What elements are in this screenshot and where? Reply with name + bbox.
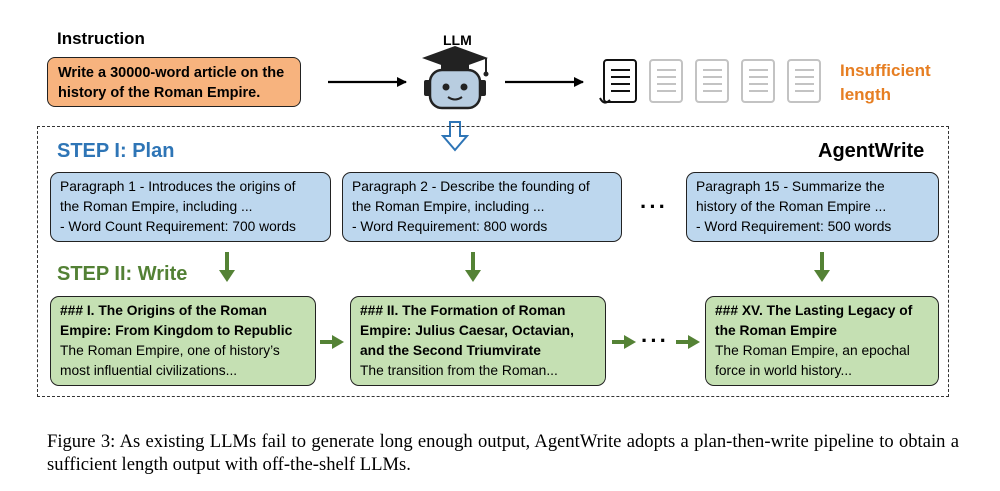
plan-box-paragraph-1: Paragraph 1 - Introduces the origins of … xyxy=(50,172,331,242)
write-heading: Empire: From Kingdom to Republic xyxy=(60,323,293,338)
plan-line: - Word Count Requirement: 700 words xyxy=(60,219,296,234)
document-scroll-icon-faded-2 xyxy=(649,59,683,103)
plan-line: - Word Requirement: 500 words xyxy=(696,219,892,234)
plan-line: - Word Requirement: 800 words xyxy=(352,219,548,234)
plan-box-paragraph-2: Paragraph 2 - Describe the founding of t… xyxy=(342,172,622,242)
step1-title: STEP I: Plan xyxy=(57,140,175,162)
document-scroll-icon-faded-5 xyxy=(787,59,821,103)
instruction-label: Instruction xyxy=(57,29,145,48)
write-heading: ### I. The Origins of the Roman xyxy=(60,303,267,318)
document-scroll-icon-1 xyxy=(599,59,637,104)
arrow-write1-to-write2 xyxy=(320,335,344,349)
insufficient-length-label: Insufficient length xyxy=(840,59,950,107)
arrow-plan2-to-write2 xyxy=(465,252,481,282)
robot-graduate-icon xyxy=(422,46,489,110)
write-body: force in world history... xyxy=(715,363,852,378)
agentwrite-frame xyxy=(37,126,949,397)
insufficient-line2: length xyxy=(840,85,891,104)
plan-line: Paragraph 15 - Summarize the xyxy=(696,179,885,194)
write-heading: and the Second Triumvirate xyxy=(360,343,541,358)
plan-line: the Roman Empire, including ... xyxy=(352,199,545,214)
figure-caption: Figure 3: As existing LLMs fail to gener… xyxy=(47,431,959,475)
instruction-text-line2: history of the Roman Empire. xyxy=(58,85,261,101)
write-ellipsis: ··· xyxy=(641,328,669,353)
write-body: The transition from the Roman... xyxy=(360,363,558,378)
instruction-text-line1: Write a 30000-word article on the xyxy=(58,65,285,81)
write-body: most influential civilizations... xyxy=(60,363,238,378)
plan-box-paragraph-15: Paragraph 15 - Summarize the history of … xyxy=(686,172,939,242)
agentwrite-title: AgentWrite xyxy=(818,140,925,162)
plan-ellipsis: ··· xyxy=(640,194,668,219)
arrow-ellipsis-to-write15 xyxy=(676,335,700,349)
plan-line: history of the Roman Empire ... xyxy=(696,199,887,214)
insufficient-line1: Insufficient xyxy=(840,61,931,80)
arrow-write2-to-ellipsis xyxy=(612,335,636,349)
write-heading: ### II. The Formation of Roman xyxy=(360,303,566,318)
llm-label: LLM xyxy=(443,32,472,48)
arrow-plan1-to-write1 xyxy=(219,252,235,282)
write-box-section-1: ### I. The Origins of the Roman Empire: … xyxy=(50,296,316,386)
arrow-plan15-to-write15 xyxy=(814,252,830,282)
document-scroll-icon-faded-4 xyxy=(741,59,775,103)
plan-line: Paragraph 1 - Introduces the origins of xyxy=(60,179,296,194)
plan-line: Paragraph 2 - Describe the founding of xyxy=(352,179,590,194)
write-body: The Roman Empire, an epochal xyxy=(715,343,910,358)
write-box-section-2: ### II. The Formation of Roman Empire: J… xyxy=(350,296,606,386)
write-body: The Roman Empire, one of history’s xyxy=(60,343,280,358)
hollow-down-arrow xyxy=(440,121,470,152)
write-heading: Empire: Julius Caesar, Octavian, xyxy=(360,323,574,338)
write-heading: the Roman Empire xyxy=(715,323,837,338)
step2-title: STEP II: Write xyxy=(57,263,188,285)
instruction-box: Write a 30000-word article on the histor… xyxy=(47,57,301,107)
write-box-section-15: ### XV. The Lasting Legacy of the Roman … xyxy=(705,296,939,386)
write-heading: ### XV. The Lasting Legacy of xyxy=(715,303,913,318)
plan-line: the Roman Empire, including ... xyxy=(60,199,253,214)
document-scroll-icon-faded-3 xyxy=(695,59,729,103)
